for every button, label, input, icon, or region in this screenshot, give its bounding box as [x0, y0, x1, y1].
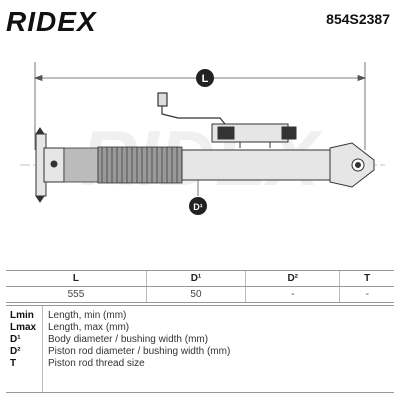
top-mount [35, 127, 65, 203]
body-tube [181, 149, 331, 181]
legend-desc: Piston rod diameter / bushing width (mm) [48, 346, 231, 357]
legend-desc: Length, min (mm) [48, 310, 127, 321]
table-header-row: L D¹ D² T [6, 270, 394, 287]
connector-cable [157, 92, 226, 125]
brand-logo: RIDEX [6, 6, 97, 37]
legend-key: D¹ [10, 334, 21, 345]
header-l: L [6, 270, 147, 287]
spec-table: L D¹ D² T 555 50 - - [6, 270, 394, 303]
part-number: 854S2387 [326, 11, 390, 27]
shock-absorber-drawing: RIDEX L [20, 62, 385, 215]
length-badge [196, 69, 214, 87]
legend-key: Lmax [10, 322, 37, 333]
header-d1: D¹ [145, 270, 246, 287]
header-t: T [339, 270, 394, 287]
length-label: L [202, 73, 209, 85]
legend: Lmin Length, min (mm) Lmax Length, max (… [6, 305, 394, 393]
legend-desc: Piston rod thread size [48, 358, 145, 369]
header: RIDEX 854S2387 [0, 0, 400, 40]
value-d2: - [244, 286, 340, 303]
table-row: 555 50 - - [6, 286, 394, 303]
bottom-eye [329, 142, 375, 188]
legend-desc: Body diameter / bushing width (mm) [48, 334, 209, 345]
legend-key: Lmin [10, 310, 34, 321]
legend-key: D² [10, 346, 21, 357]
legend-desc: Length, max (mm) [48, 322, 130, 333]
header-d2: D² [244, 270, 340, 287]
valve-block [211, 123, 297, 148]
value-t: - [339, 286, 394, 303]
value-d1: 50 [145, 286, 246, 303]
bellows-boot [63, 146, 183, 184]
diameter-label: D¹ [193, 202, 203, 212]
legend-divider [42, 306, 43, 392]
diameter-badge [189, 197, 207, 215]
value-l: 555 [6, 286, 147, 303]
legend-key: T [10, 358, 17, 369]
